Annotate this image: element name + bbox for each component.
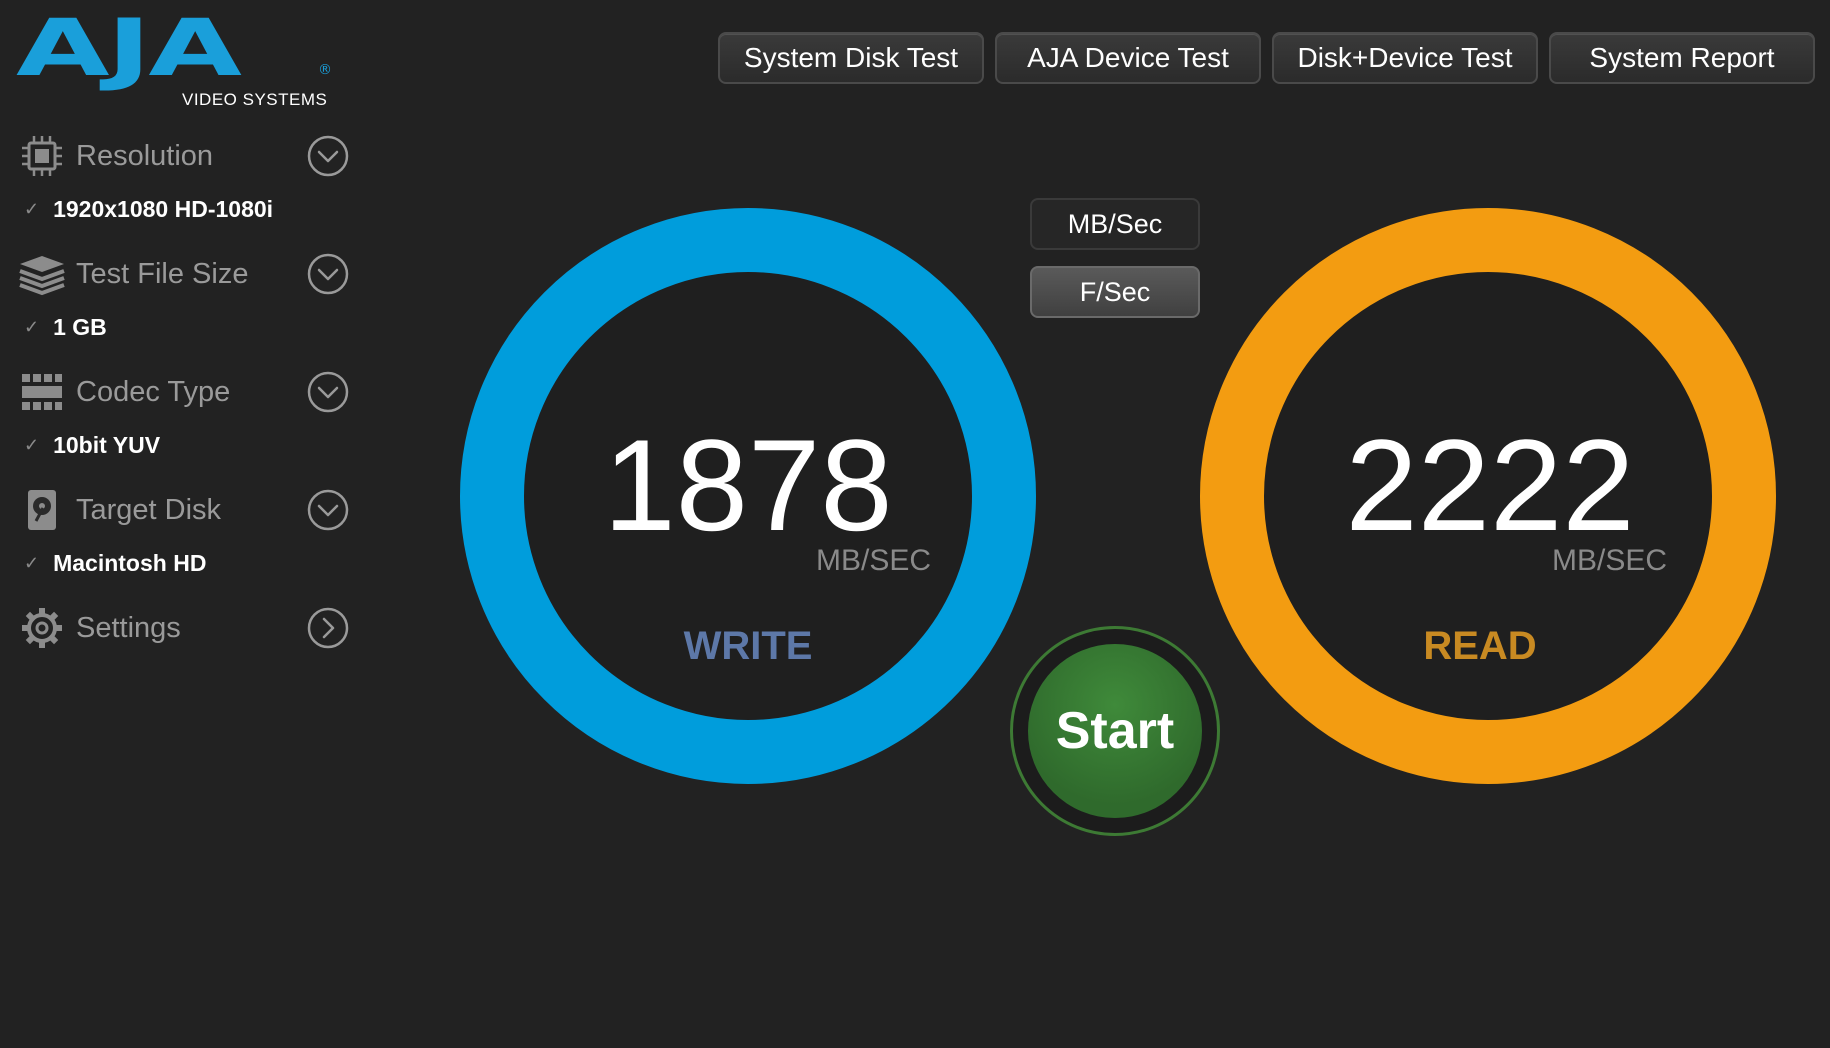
gear-icon	[18, 604, 66, 652]
chevron-right-icon[interactable]	[306, 606, 350, 650]
sidebar-item-codec-type[interactable]: Codec Type ✓ 10bit YUV	[0, 354, 372, 472]
system-disk-test-button[interactable]: System Disk Test	[718, 32, 984, 84]
start-button[interactable]: Start	[1010, 626, 1220, 836]
frames-per-sec-button[interactable]: F/Sec	[1030, 266, 1200, 318]
logo-subtitle: VIDEO SYSTEMS	[182, 90, 328, 109]
aja-logo: AJA ® VIDEO SYSTEMS	[16, 10, 336, 110]
resolution-value-text: 1920x1080 HD-1080i	[53, 196, 274, 222]
check-icon: ✓	[24, 317, 40, 337]
film-strip-icon	[18, 368, 66, 416]
read-unit-label: MB/SEC	[1552, 544, 1668, 577]
read-speed-value: 2222	[1345, 412, 1635, 558]
write-label: WRITE	[683, 624, 813, 668]
write-speed-value: 1878	[603, 412, 893, 558]
sidebar-item-resolution[interactable]: Resolution ✓ 1920x1080 HD-1080i	[0, 118, 372, 236]
sidebar-label-resolution: Resolution	[76, 139, 214, 172]
check-icon: ✓	[24, 553, 40, 573]
file-size-value-text: 1 GB	[53, 314, 107, 340]
logo-registered: ®	[318, 62, 332, 78]
codec-value-text: 10bit YUV	[53, 432, 161, 458]
chip-icon	[18, 132, 66, 180]
start-button-label: Start	[1028, 644, 1202, 818]
sidebar-item-test-file-size[interactable]: Test File Size ✓ 1 GB	[0, 236, 372, 354]
sidebar-item-target-disk[interactable]: Target Disk ✓ Macintosh HD	[0, 472, 372, 590]
chevron-down-icon[interactable]	[306, 370, 350, 414]
target-disk-value-text: Macintosh HD	[53, 550, 207, 576]
sidebar-label-codec-type: Codec Type	[76, 375, 231, 408]
chevron-down-icon[interactable]	[306, 488, 350, 532]
sidebar-label-target-disk: Target Disk	[76, 493, 222, 526]
logo-mark: AJA	[16, 4, 242, 94]
layers-icon	[18, 250, 66, 298]
hard-disk-icon	[18, 486, 66, 534]
disk-device-test-button[interactable]: Disk+Device Test	[1272, 32, 1538, 84]
read-gauge: 2222 MB/SEC READ	[1198, 206, 1778, 786]
read-label: READ	[1423, 624, 1537, 668]
chevron-down-icon[interactable]	[306, 134, 350, 178]
resolution-value: ✓ 1920x1080 HD-1080i	[24, 196, 273, 223]
sidebar-label-settings: Settings	[76, 611, 181, 644]
file-size-value: ✓ 1 GB	[24, 314, 107, 341]
write-gauge: 1878 MB/SEC WRITE	[458, 206, 1038, 786]
check-icon: ✓	[24, 435, 40, 455]
check-icon: ✓	[24, 199, 40, 219]
read-ring	[1200, 208, 1776, 784]
test-mode-toolbar: System Disk Test AJA Device Test Disk+De…	[718, 32, 1815, 84]
sidebar-label-test-file-size: Test File Size	[76, 257, 249, 290]
sidebar-item-settings[interactable]: Settings	[0, 590, 372, 708]
mb-per-sec-button[interactable]: MB/Sec	[1030, 198, 1200, 250]
sidebar: Resolution ✓ 1920x1080 HD-1080i Test Fil…	[0, 118, 372, 708]
target-disk-value: ✓ Macintosh HD	[24, 550, 206, 577]
system-report-button[interactable]: System Report	[1549, 32, 1815, 84]
aja-device-test-button[interactable]: AJA Device Test	[995, 32, 1261, 84]
codec-value: ✓ 10bit YUV	[24, 432, 160, 459]
write-unit-label: MB/SEC	[816, 544, 932, 577]
write-ring	[460, 208, 1036, 784]
chevron-down-icon[interactable]	[306, 252, 350, 296]
